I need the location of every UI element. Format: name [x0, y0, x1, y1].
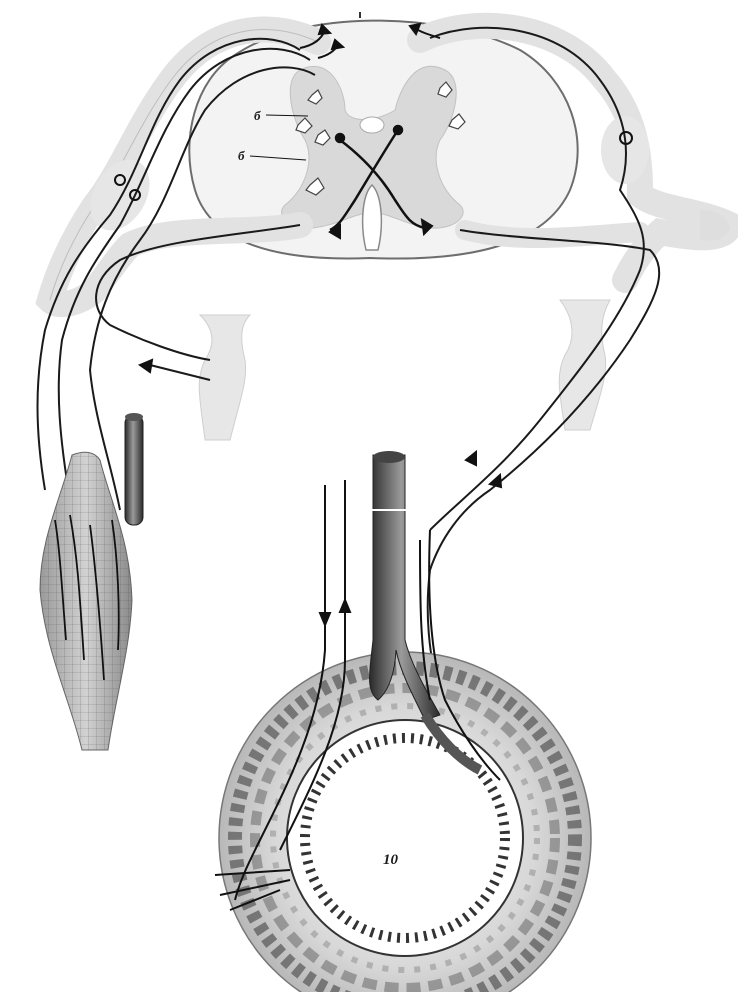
label-b2: б	[238, 148, 245, 163]
arrow-icon	[490, 475, 501, 487]
visceral-organ	[219, 652, 591, 992]
muscle-blood-vessel	[125, 413, 143, 525]
arrow-icon	[140, 360, 152, 372]
left-sympathetic-ganglion	[199, 315, 250, 440]
label-b1: б	[254, 108, 261, 123]
arrow-icon	[466, 452, 476, 465]
organ-number-label: 10	[383, 852, 399, 868]
right-sympathetic-ganglion	[559, 300, 610, 430]
